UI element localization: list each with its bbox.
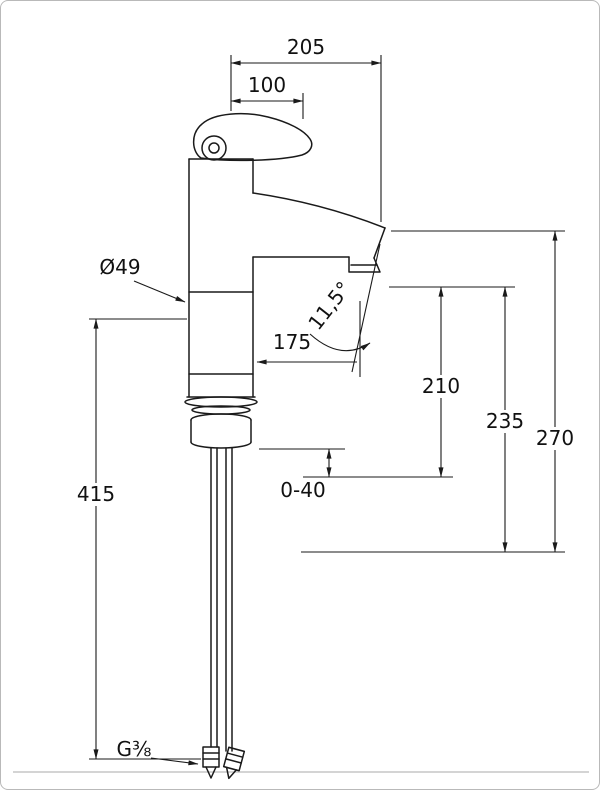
dimension-labels: 205 100 Ø49 175 11,5° 210 235 270 0-40 4… [73, 35, 576, 761]
handle-lever-outline [192, 112, 313, 162]
fitting-left-body [202, 746, 220, 768]
spout-top-edge [252, 192, 386, 229]
mounting-hardware [184, 396, 258, 449]
angle-arc-arrow [309, 333, 371, 352]
spout-tip-face [373, 227, 386, 259]
dimension-100-label: 100 [248, 73, 286, 97]
fitting-right-hatch [225, 752, 244, 764]
mounting-nut-bottom [190, 441, 252, 449]
fitting-right-tip [225, 766, 237, 780]
faucet-spout [252, 192, 386, 273]
cartridge-cap-inner [208, 142, 220, 154]
dimension-235-label: 235 [486, 409, 524, 433]
base-washer [184, 396, 258, 408]
thread-size-label: G⅜ [117, 737, 152, 761]
leader-line-diameter [133, 280, 186, 303]
faucet-outline [184, 112, 386, 780]
dimension-415-label: 415 [77, 482, 115, 506]
angle-diagonal-leg [351, 243, 381, 373]
hose-fittings [202, 746, 246, 780]
label-mask-235 [484, 410, 526, 433]
faucet-body [186, 158, 256, 398]
faucet-handle [192, 112, 313, 162]
mounting-nut-top [190, 413, 252, 421]
leader-line-thread [150, 757, 199, 766]
dimension-270-label: 270 [536, 426, 574, 450]
label-mask-210 [420, 375, 462, 398]
dimension-210-label: 210 [422, 374, 460, 398]
fitting-left-tip [205, 766, 217, 779]
supply-hoses [210, 447, 233, 752]
mounting-range-label: 0-40 [280, 478, 325, 502]
diameter-label: Ø49 [99, 255, 140, 279]
dimension-205-label: 205 [287, 35, 325, 59]
angle-label: 11,5° [303, 277, 355, 335]
label-mask-270 [534, 427, 576, 450]
label-mask-415 [73, 483, 119, 506]
angle-reference [309, 243, 381, 377]
dimension-lines [89, 55, 565, 766]
fitting-left-hatch [202, 752, 220, 760]
fitting-right-body [222, 746, 246, 772]
cartridge-cap-outer [201, 135, 227, 161]
dimension-175-label: 175 [273, 330, 311, 354]
fitting-right [222, 746, 246, 780]
